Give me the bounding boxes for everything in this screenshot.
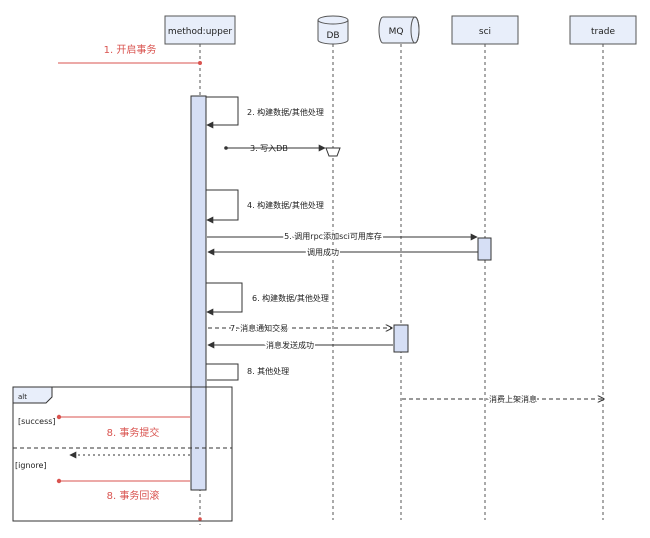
message-4: 4. 构建数据/其他处理: [206, 189, 324, 224]
alt-fragment-tag: alt: [18, 393, 27, 401]
message-mq-trade-label: 消费上架消息: [489, 394, 537, 404]
message-rollback-label: 8. 事务回滚: [107, 489, 160, 502]
participant-upper: method:upper: [164, 15, 236, 45]
alt-fragment-tag-box: [12, 386, 53, 404]
message-4-label: 4. 构建数据/其他处理: [247, 200, 324, 210]
message-7-reply: 消息发送成功: [207, 339, 393, 352]
lifeline-upper-end: [198, 517, 202, 521]
message-commit-label: 8. 事务提交: [107, 426, 160, 439]
message-2-arrow: [206, 96, 239, 129]
participant-db: DB: [317, 15, 349, 45]
message-4-arrow: [206, 189, 239, 224]
message-rollback-endpoint: [56, 478, 62, 484]
alt-fragment: alt [success] [ignore]: [12, 386, 233, 522]
message-6-arrow: [206, 282, 243, 316]
participant-sci: sci: [451, 15, 519, 45]
message-8-label: 8. 其他处理: [247, 366, 289, 376]
participant-trade: trade: [569, 15, 637, 45]
alt-guard-success: [success]: [18, 417, 56, 426]
message-commit-endpoint: [56, 414, 62, 420]
participant-sci-label: sci: [479, 27, 491, 37]
participant-trade-label: trade: [591, 27, 615, 37]
message-commit: 8. 事务提交: [56, 414, 190, 439]
message-1-label: 1. 开启事务: [104, 43, 157, 56]
message-6: 6. 构建数据/其他处理: [206, 282, 329, 316]
activation-upper: [190, 95, 207, 491]
message-7-label: 7. 消息通知交易: [230, 323, 288, 333]
message-1: 1. 开启事务: [58, 43, 202, 65]
activation-db: [325, 147, 341, 157]
message-7: 7. 消息通知交易: [208, 322, 392, 335]
message-2: 2. 构建数据/其他处理: [206, 96, 324, 129]
message-5-label: 5. 调用rpc添加sci可用库存: [284, 231, 382, 241]
message-6-label: 6. 构建数据/其他处理: [252, 293, 329, 303]
message-3-label: 3. 写入DB: [250, 144, 288, 153]
participant-upper-label: method:upper: [168, 27, 232, 37]
message-5-reply-label: 调用成功: [307, 247, 339, 257]
participant-db-label: DB: [326, 31, 339, 41]
message-8-arrow: [206, 363, 239, 381]
participant-mq-label: MQ: [389, 27, 404, 37]
message-rollback: 8. 事务回滚: [56, 478, 190, 502]
activation-sci: [477, 237, 492, 261]
alt-fragment-frame: [12, 386, 233, 522]
message-5: 5. 调用rpc添加sci可用库存: [207, 230, 478, 243]
message-7-reply-label: 消息发送成功: [266, 340, 314, 350]
message-8: 8. 其他处理: [206, 363, 289, 381]
alt-guard-other: [ignore]: [15, 461, 47, 470]
activation-mq: [393, 324, 409, 353]
message-1-endpoint: [198, 61, 202, 65]
message-3: 3. 写入DB: [224, 144, 326, 153]
message-2-label: 2. 构建数据/其他处理: [247, 107, 324, 117]
message-mq-trade: 消费上架消息: [402, 393, 604, 406]
participant-mq: MQ: [378, 16, 420, 44]
message-5-reply: 调用成功: [207, 246, 478, 259]
